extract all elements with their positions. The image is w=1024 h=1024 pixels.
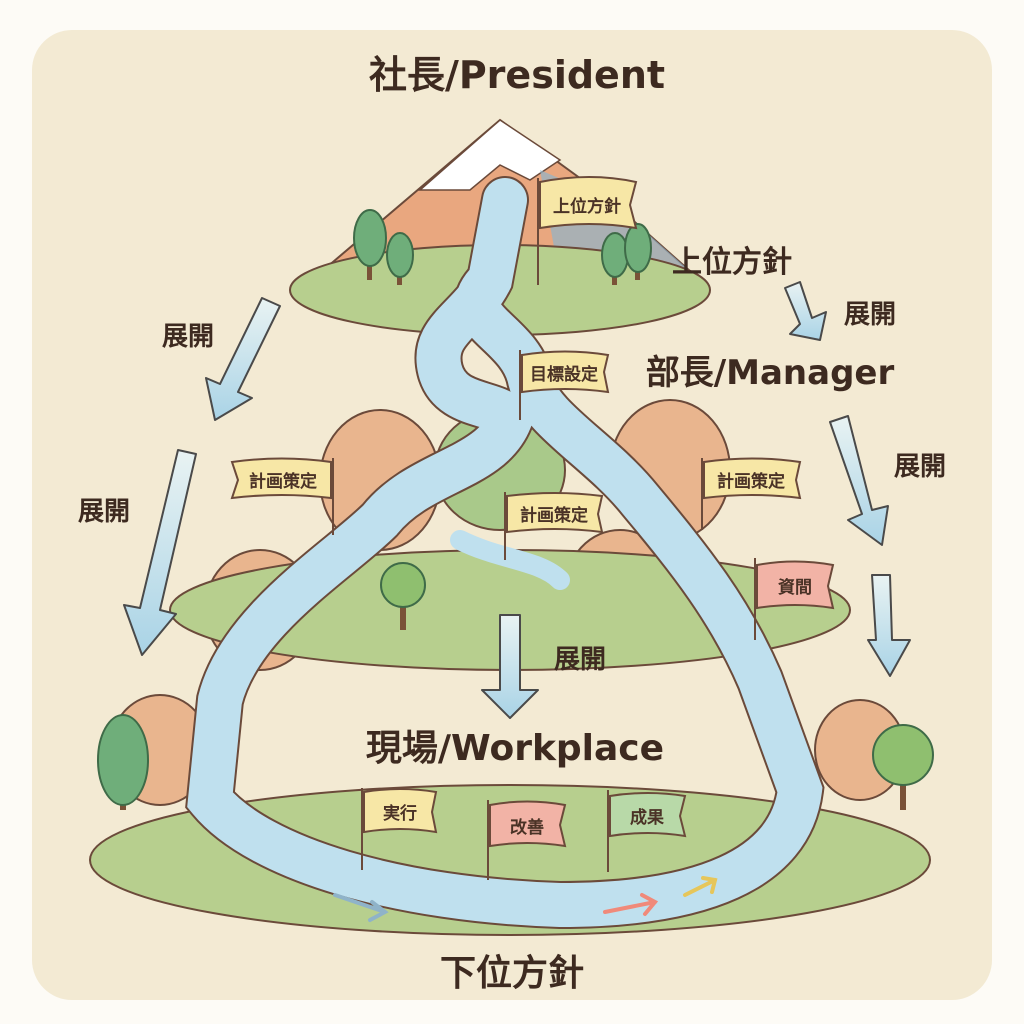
deploy-label: 展開 [894,452,946,482]
arrow-down-icon [481,614,539,719]
manager-title: 部長/Manager [646,353,895,393]
trees [97,209,934,810]
tree-icon [97,714,149,810]
tree-icon [624,223,652,280]
flag-upper-policy [537,176,638,285]
arrow-down-icon [784,281,827,341]
flag-label-goal-setting: 目標設定 [530,364,598,385]
arrow-down-icon [205,297,281,421]
flag-result [607,790,687,872]
deploy-label: 展開 [162,322,214,352]
flag-plan-right [701,457,802,530]
arrow-right-icon [333,893,389,922]
upper-policy-label: 上位方針 [672,245,792,280]
workplace-title: 現場/Workplace [366,728,664,769]
tree-icon [380,562,426,630]
arrow-down-icon [123,449,197,656]
snow-cap [418,119,562,191]
flag-label-plan-left: 計画策定 [249,471,317,492]
flag-label-plan-center: 計画策定 [520,505,588,526]
arrow-right-icon [603,893,659,916]
river-flow-arrows [333,876,718,922]
flag-improve [487,800,567,880]
tree-icon [872,724,934,810]
flags [230,176,835,880]
deploy-arrows [123,281,911,719]
flag-label-improve: 改善 [510,817,544,838]
flag-label-result: 成果 [630,807,664,828]
president-title: 社長/President [369,53,665,97]
flag-label-execute: 実行 [383,803,417,824]
river [185,176,825,930]
flag-label-resource: 資間 [778,578,812,598]
deploy-label: 展開 [844,300,896,330]
lower-policy-label: 下位方針 [440,953,584,994]
arrow-right-icon [683,876,718,897]
deploy-label: 展開 [554,645,606,675]
flag-goal-setting [519,350,610,420]
flag-plan-left [230,457,334,535]
tree-icon [353,209,387,280]
flag-label-upper-policy: 上位方針 [553,196,621,217]
deploy-label: 展開 [78,497,130,527]
arrow-down-icon [829,415,889,546]
tree-icon [386,232,414,285]
flag-execute [361,788,438,870]
flag-label-plan-right: 計画策定 [717,471,785,492]
flag-resource [754,558,835,640]
arrow-down-icon [867,574,911,677]
flag-plan-center [504,492,604,560]
